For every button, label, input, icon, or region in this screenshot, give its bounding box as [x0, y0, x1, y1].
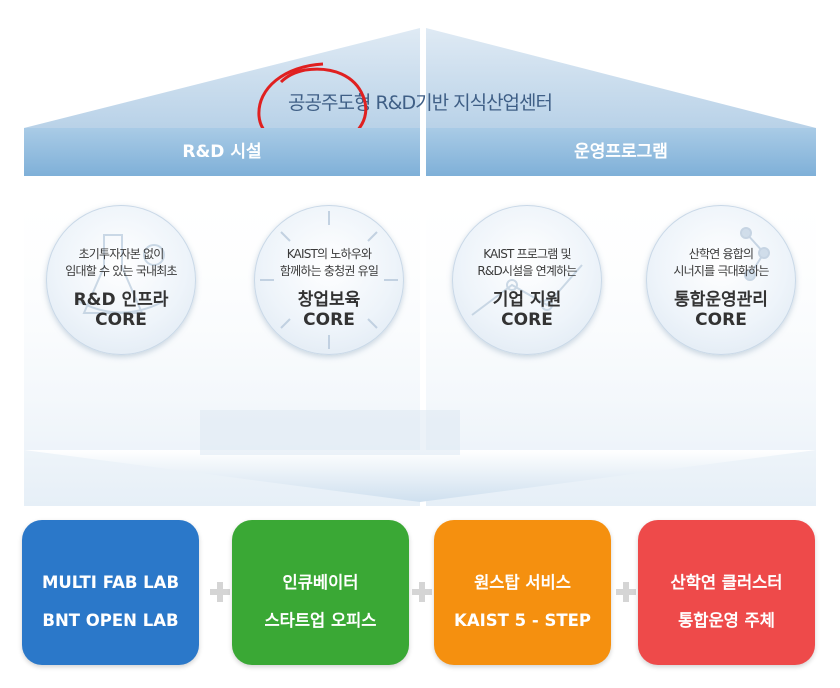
box-incubator: 인큐베이터 스타트업 오피스	[232, 520, 409, 665]
plus-icon	[210, 582, 230, 602]
core-desc-line2: 함께하는 충청권 유일	[279, 264, 379, 278]
core-title: R&D 인프라	[73, 290, 169, 310]
operation-program-bar: 운영프로그램	[426, 128, 816, 176]
core-desc-line1: 초기투자자본 없이	[78, 247, 165, 261]
rd-facility-bar: R&D 시설	[24, 128, 420, 176]
core-desc-line1: KAIST의 노하우와	[286, 247, 372, 261]
plus-icon	[412, 582, 432, 602]
core-circle-startup: KAIST의 노하우와 함께하는 충청권 유일 창업보육 CORE	[254, 205, 404, 355]
core-label: CORE	[501, 310, 553, 330]
core-circle-rd-infra: 초기투자자본 없이 임대할 수 있는 국내최초 R&D 인프라 CORE	[46, 205, 196, 355]
box-line1: 산학연 클러스터	[670, 573, 783, 592]
core-desc-line2: 시너지를 극대화하는	[673, 264, 769, 278]
box-line2: KAIST 5 - STEP	[454, 611, 591, 630]
core-desc-line2: R&D시설을 연계하는	[477, 264, 577, 278]
box-fab-lab: MULTI FAB LAB BNT OPEN LAB	[22, 520, 199, 665]
core-label: CORE	[95, 310, 147, 330]
clock-dial-icon	[260, 211, 398, 349]
core-label: CORE	[695, 310, 747, 330]
core-desc-line1: KAIST 프로그램 및	[483, 247, 571, 261]
core-title: 기업 지원	[492, 290, 562, 310]
box-line2: BNT OPEN LAB	[42, 611, 179, 630]
box-line1: 인큐베이터	[282, 573, 359, 592]
core-desc-line2: 임대할 수 있는 국내최초	[65, 264, 177, 278]
core-desc-line1: 산학연 융합의	[688, 247, 754, 261]
funnel-arrow	[24, 410, 816, 502]
core-label: CORE	[303, 310, 355, 330]
box-line2: 통합운영 주체	[678, 611, 775, 630]
core-circle-integrated-management: 산학연 융합의 시너지를 극대화하는 통합운영관리 CORE	[646, 205, 796, 355]
box-line1: 원스탑 서비스	[474, 573, 571, 592]
box-one-stop: 원스탑 서비스 KAIST 5 - STEP	[434, 520, 611, 665]
network-icon	[471, 264, 583, 316]
molecule-icon	[740, 227, 770, 281]
box-line1: MULTI FAB LAB	[41, 573, 180, 592]
core-title: 통합운영관리	[674, 290, 768, 310]
plus-icon	[616, 582, 636, 602]
core-circle-company-support: KAIST 프로그램 및 R&D시설을 연계하는 기업 지원 CORE	[452, 205, 602, 355]
core-title: 창업보육	[297, 290, 361, 310]
page-title: 공공주도형 R&D기반 지식산업센터	[288, 92, 553, 114]
science-lab-icon	[75, 234, 167, 314]
box-cluster: 산학연 클러스터 통합운영 주체	[638, 520, 815, 665]
box-line2: 스타트업 오피스	[264, 611, 377, 630]
roof-shape	[24, 28, 816, 128]
